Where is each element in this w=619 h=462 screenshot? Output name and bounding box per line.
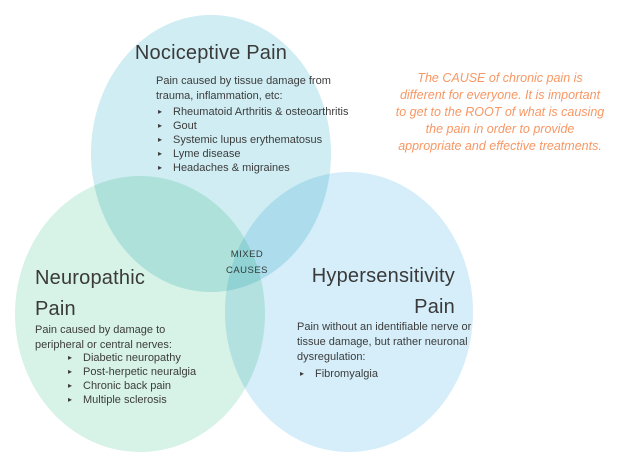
neuropathic-circle	[15, 176, 265, 452]
neuropathic-description: Pain caused by damage to peripheral or c…	[35, 324, 172, 351]
bullet-arrow-icon: ▸	[158, 149, 163, 158]
note-line: the pain in order to provide	[425, 122, 575, 136]
neuropathic-title-line2: Pain	[35, 298, 76, 320]
note-line: The CAUSE of chronic pain is	[417, 71, 583, 85]
mixed-causes-label: MIXED CAUSES	[207, 247, 287, 279]
hypersensitivity-items-list: ▸ Fibromyalgia	[300, 367, 378, 381]
list-item: ▸ Multiple sclerosis	[68, 393, 196, 407]
nociceptive-items-list: ▸ Rheumatoid Arthritis & osteoarthritis …	[158, 105, 348, 175]
mixed-causes-line2: CAUSES	[225, 265, 269, 276]
list-item: ▸ Rheumatoid Arthritis & osteoarthritis	[158, 105, 348, 119]
bullet-item-label: Systemic lupus erythematosus	[173, 134, 323, 146]
bullet-item-label: Post-herpetic neuralgia	[83, 366, 197, 378]
bullet-item-label: Gout	[173, 120, 197, 132]
bullet-arrow-icon: ▸	[300, 369, 305, 378]
list-item: ▸ Diabetic neuropathy	[68, 351, 196, 365]
neuropathic-items-list: ▸ Diabetic neuropathy ▸ Post-herpetic ne…	[68, 351, 196, 407]
chronic-pain-note: The CAUSE of chronic pain is different f…	[385, 70, 615, 155]
bullet-arrow-icon: ▸	[158, 135, 163, 144]
bullet-arrow-icon: ▸	[68, 395, 73, 404]
bullet-arrow-icon: ▸	[158, 121, 163, 130]
bullet-arrow-icon: ▸	[158, 163, 163, 172]
bullet-arrow-icon: ▸	[158, 107, 163, 116]
bullet-item-label: Diabetic neuropathy	[83, 352, 181, 364]
note-line: appropriate and effective treatments.	[398, 139, 602, 153]
bullet-item-label: Rheumatoid Arthritis & osteoarthritis	[173, 106, 349, 118]
note-line: to get to the ROOT of what is causing	[395, 105, 605, 119]
list-item: ▸ Lyme disease	[158, 147, 348, 161]
note-line: different for everyone. It is important	[399, 88, 601, 102]
list-item: ▸ Fibromyalgia	[300, 367, 378, 381]
list-item: ▸ Systemic lupus erythematosus	[158, 133, 348, 147]
bullet-item-label: Lyme disease	[173, 148, 241, 160]
bullet-arrow-icon: ▸	[68, 367, 73, 376]
neuropathic-title-line1: Neuropathic	[35, 267, 146, 289]
hypersensitivity-title-line1: Hypersensitivity	[311, 265, 455, 287]
hypersensitivity-circle	[225, 172, 473, 452]
bullet-item-label: Fibromyalgia	[315, 368, 378, 380]
list-item: ▸ Gout	[158, 119, 348, 133]
hypersensitivity-description: Pain without an identifiable nerve or ti…	[297, 321, 472, 363]
mixed-causes-line1: MIXED	[230, 249, 264, 260]
list-item: ▸ Chronic back pain	[68, 379, 196, 393]
bullet-item-label: Multiple sclerosis	[83, 394, 167, 406]
bullet-arrow-icon: ▸	[68, 381, 73, 390]
list-item: ▸ Headaches & migraines	[158, 161, 348, 175]
hypersensitivity-title-line2: Pain	[414, 296, 455, 318]
bullet-item-label: Chronic back pain	[83, 380, 172, 392]
list-item: ▸ Post-herpetic neuralgia	[68, 365, 196, 379]
bullet-arrow-icon: ▸	[68, 353, 73, 362]
nociceptive-description: Pain caused by tissue damage from trauma…	[156, 75, 331, 102]
neuropathic-title: Neuropathic Pain	[35, 263, 195, 325]
bullet-item-label: Headaches & migraines	[173, 162, 290, 174]
hypersensitivity-title: Hypersensitivity Pain	[255, 261, 455, 323]
nociceptive-title: Nociceptive Pain	[134, 42, 288, 64]
